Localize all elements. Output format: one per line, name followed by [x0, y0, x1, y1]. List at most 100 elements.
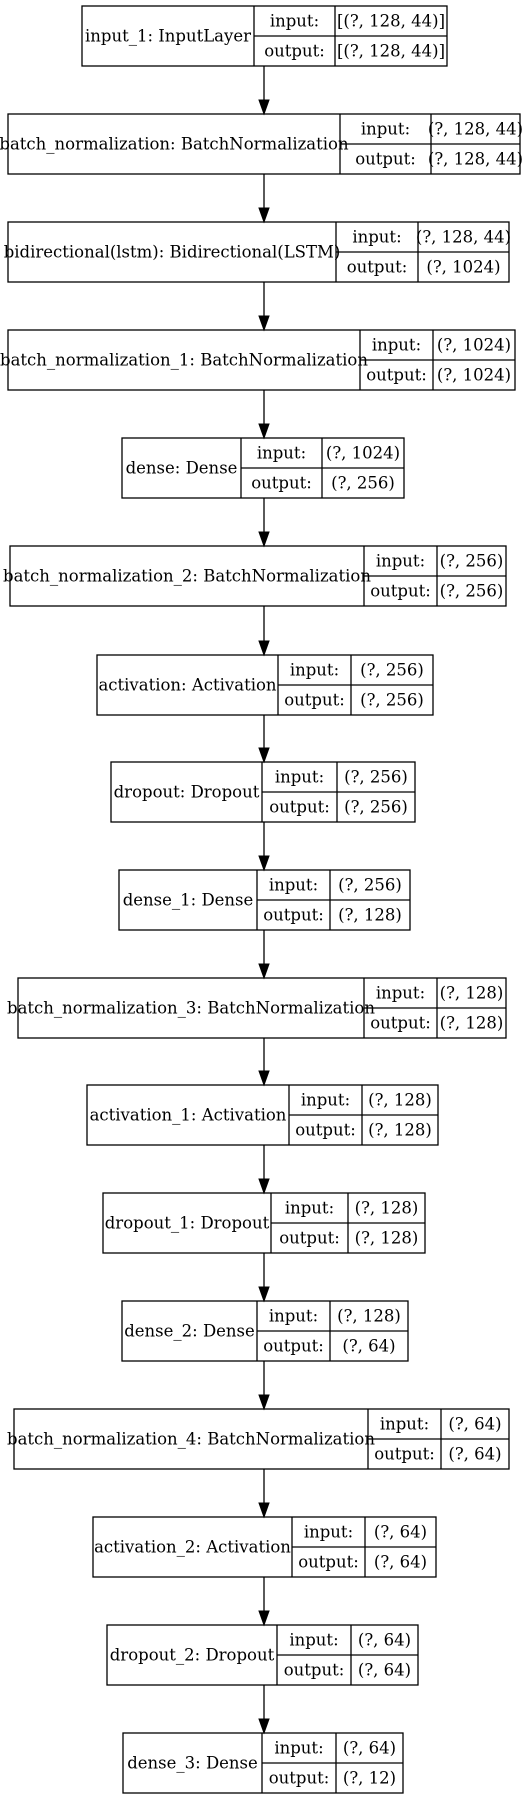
output-port-label: output:: [279, 1229, 340, 1248]
output-port-label: output:: [355, 150, 416, 169]
layer-name: activation: Activation: [98, 676, 276, 695]
output-shape-value: (?, 128): [355, 1229, 419, 1248]
input-port-label: input:: [301, 1091, 350, 1110]
input-shape-value: (?, 128): [368, 1091, 432, 1110]
input-shape-value: (?, 128): [337, 1307, 401, 1326]
output-shape-value: (?, 1024): [437, 366, 511, 385]
arrow-head-icon: [258, 747, 270, 764]
output-shape-value: (?, 256): [440, 582, 504, 601]
output-shape-value: (?, 12): [343, 1769, 396, 1788]
output-shape-value: (?, 64): [342, 1337, 395, 1356]
output-port-label: output:: [370, 582, 431, 601]
input-shape-value: (?, 64): [358, 1631, 411, 1650]
output-port-label: output:: [263, 1337, 324, 1356]
arrow-head-icon: [258, 1286, 270, 1303]
input-port-label: input:: [275, 768, 324, 787]
input-shape-value: (?, 256): [440, 552, 504, 571]
arrow-head-icon: [258, 207, 270, 224]
input-port-label: input:: [352, 228, 401, 247]
input-shape-value: (?, 256): [338, 876, 402, 895]
output-port-label: output:: [370, 1014, 431, 1033]
output-shape-value: (?, 256): [331, 474, 395, 493]
layer-name: batch_normalization: BatchNormalization: [0, 135, 349, 154]
output-shape-value: (?, 128): [440, 1014, 504, 1033]
output-port-label: output:: [374, 1445, 435, 1464]
output-shape-value: (?, 128): [338, 906, 402, 925]
output-port-label: output:: [295, 1121, 356, 1140]
output-shape-value: (?, 128): [368, 1121, 432, 1140]
arrow-head-icon: [258, 99, 270, 116]
layer-name: bidirectional(lstm): Bidirectional(LSTM): [4, 243, 341, 262]
input-port-label: input:: [290, 661, 339, 680]
layer-name: dense_2: Dense: [124, 1322, 255, 1341]
input-port-label: input:: [289, 1631, 338, 1650]
layer-name: batch_normalization_3: BatchNormalizatio…: [7, 999, 375, 1018]
output-shape-value: (?, 64): [358, 1661, 411, 1680]
layer-name: activation_2: Activation: [94, 1538, 291, 1557]
input-port-label: input:: [274, 1739, 323, 1758]
arrow-head-icon: [258, 963, 270, 980]
output-port-label: output:: [269, 1769, 330, 1788]
input-shape-value: (?, 256): [344, 768, 408, 787]
output-port-label: output:: [264, 42, 325, 61]
output-port-label: output:: [284, 1661, 345, 1680]
arrow-head-icon: [258, 1070, 270, 1087]
layer-name: dropout_2: Dropout: [110, 1646, 275, 1665]
output-shape-value: (?, 256): [360, 691, 424, 710]
input-port-label: input:: [269, 1307, 318, 1326]
output-shape-value: (?, 1024): [426, 258, 500, 277]
output-shape-value: [(?, 128, 44)]: [337, 42, 445, 61]
layer-name: dense: Dense: [126, 459, 238, 478]
layer-name: dropout: Dropout: [114, 783, 260, 802]
output-shape-value: (?, 256): [344, 798, 408, 817]
layer-name: dense_3: Dense: [127, 1754, 258, 1773]
layer-name: dense_1: Dense: [123, 891, 254, 910]
output-shape-value: (?, 128, 44): [428, 150, 523, 169]
arrow-head-icon: [258, 640, 270, 657]
arrow-head-icon: [258, 1502, 270, 1519]
input-shape-value: (?, 64): [374, 1523, 427, 1542]
layer-name: dropout_1: Dropout: [105, 1214, 270, 1233]
arrow-head-icon: [258, 315, 270, 332]
output-port-label: output:: [284, 691, 345, 710]
input-shape-value: (?, 1024): [326, 444, 400, 463]
input-shape-value: (?, 1024): [437, 336, 511, 355]
input-port-label: input:: [285, 1199, 334, 1218]
input-port-label: input:: [257, 444, 306, 463]
input-shape-value: (?, 128, 44): [416, 228, 511, 247]
arrow-head-icon: [258, 1610, 270, 1627]
input-port-label: input:: [270, 12, 319, 31]
arrow-head-icon: [258, 855, 270, 872]
input-port-label: input:: [376, 552, 425, 571]
input-shape-value: (?, 128, 44): [428, 120, 523, 139]
output-port-label: output:: [263, 906, 324, 925]
output-port-label: output:: [298, 1553, 359, 1572]
input-shape-value: (?, 128): [355, 1199, 419, 1218]
layer-name: activation_1: Activation: [90, 1106, 287, 1125]
output-port-label: output:: [251, 474, 312, 493]
output-port-label: output:: [366, 366, 427, 385]
output-shape-value: (?, 64): [448, 1445, 501, 1464]
arrow-head-icon: [258, 423, 270, 440]
arrow-head-icon: [258, 1394, 270, 1411]
input-port-label: input:: [304, 1523, 353, 1542]
input-shape-value: (?, 64): [343, 1739, 396, 1758]
arrow-head-icon: [258, 1178, 270, 1195]
output-port-label: output:: [347, 258, 408, 277]
layer-name: batch_normalization_4: BatchNormalizatio…: [7, 1430, 375, 1449]
layer-name: batch_normalization_1: BatchNormalizatio…: [0, 351, 368, 370]
input-port-label: input:: [361, 120, 410, 139]
input-shape-value: [(?, 128, 44)]: [337, 12, 445, 31]
arrow-head-icon: [258, 531, 270, 548]
input-port-label: input:: [380, 1415, 429, 1434]
output-port-label: output:: [269, 798, 330, 817]
input-port-label: input:: [269, 876, 318, 895]
output-shape-value: (?, 64): [374, 1553, 427, 1572]
layer-name: input_1: InputLayer: [85, 27, 251, 46]
input-shape-value: (?, 256): [360, 661, 424, 680]
layer-name: batch_normalization_2: BatchNormalizatio…: [3, 567, 371, 586]
input-port-label: input:: [372, 336, 421, 355]
input-shape-value: (?, 64): [448, 1415, 501, 1434]
input-port-label: input:: [376, 984, 425, 1003]
